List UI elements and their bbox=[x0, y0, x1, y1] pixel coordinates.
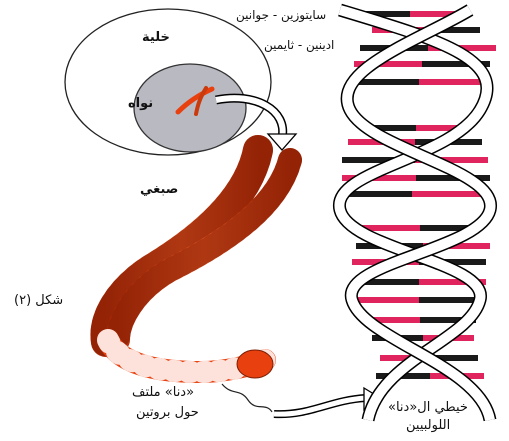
chromosome bbox=[105, 150, 290, 412]
pair-ct-label: سايتوزين - جوانين bbox=[236, 8, 326, 22]
chromosome-label: صبغي bbox=[140, 182, 178, 197]
dna-double-helix bbox=[338, 10, 496, 420]
pair-at-label: ادينين - ثايمين bbox=[264, 38, 334, 52]
nucleus-label: نواه bbox=[128, 96, 153, 111]
dna-coiled-label-line2: حول بروتين bbox=[136, 405, 199, 420]
figure-label: شكل (٢) bbox=[14, 293, 63, 308]
strands-label-line2: اللولبيين bbox=[406, 418, 450, 433]
cell-label: خلية bbox=[142, 30, 170, 45]
dna-coiled-label-line1: «دنا» ملتف bbox=[132, 385, 194, 400]
strands-label-line1: خيطي ال«دنا» bbox=[388, 400, 468, 415]
